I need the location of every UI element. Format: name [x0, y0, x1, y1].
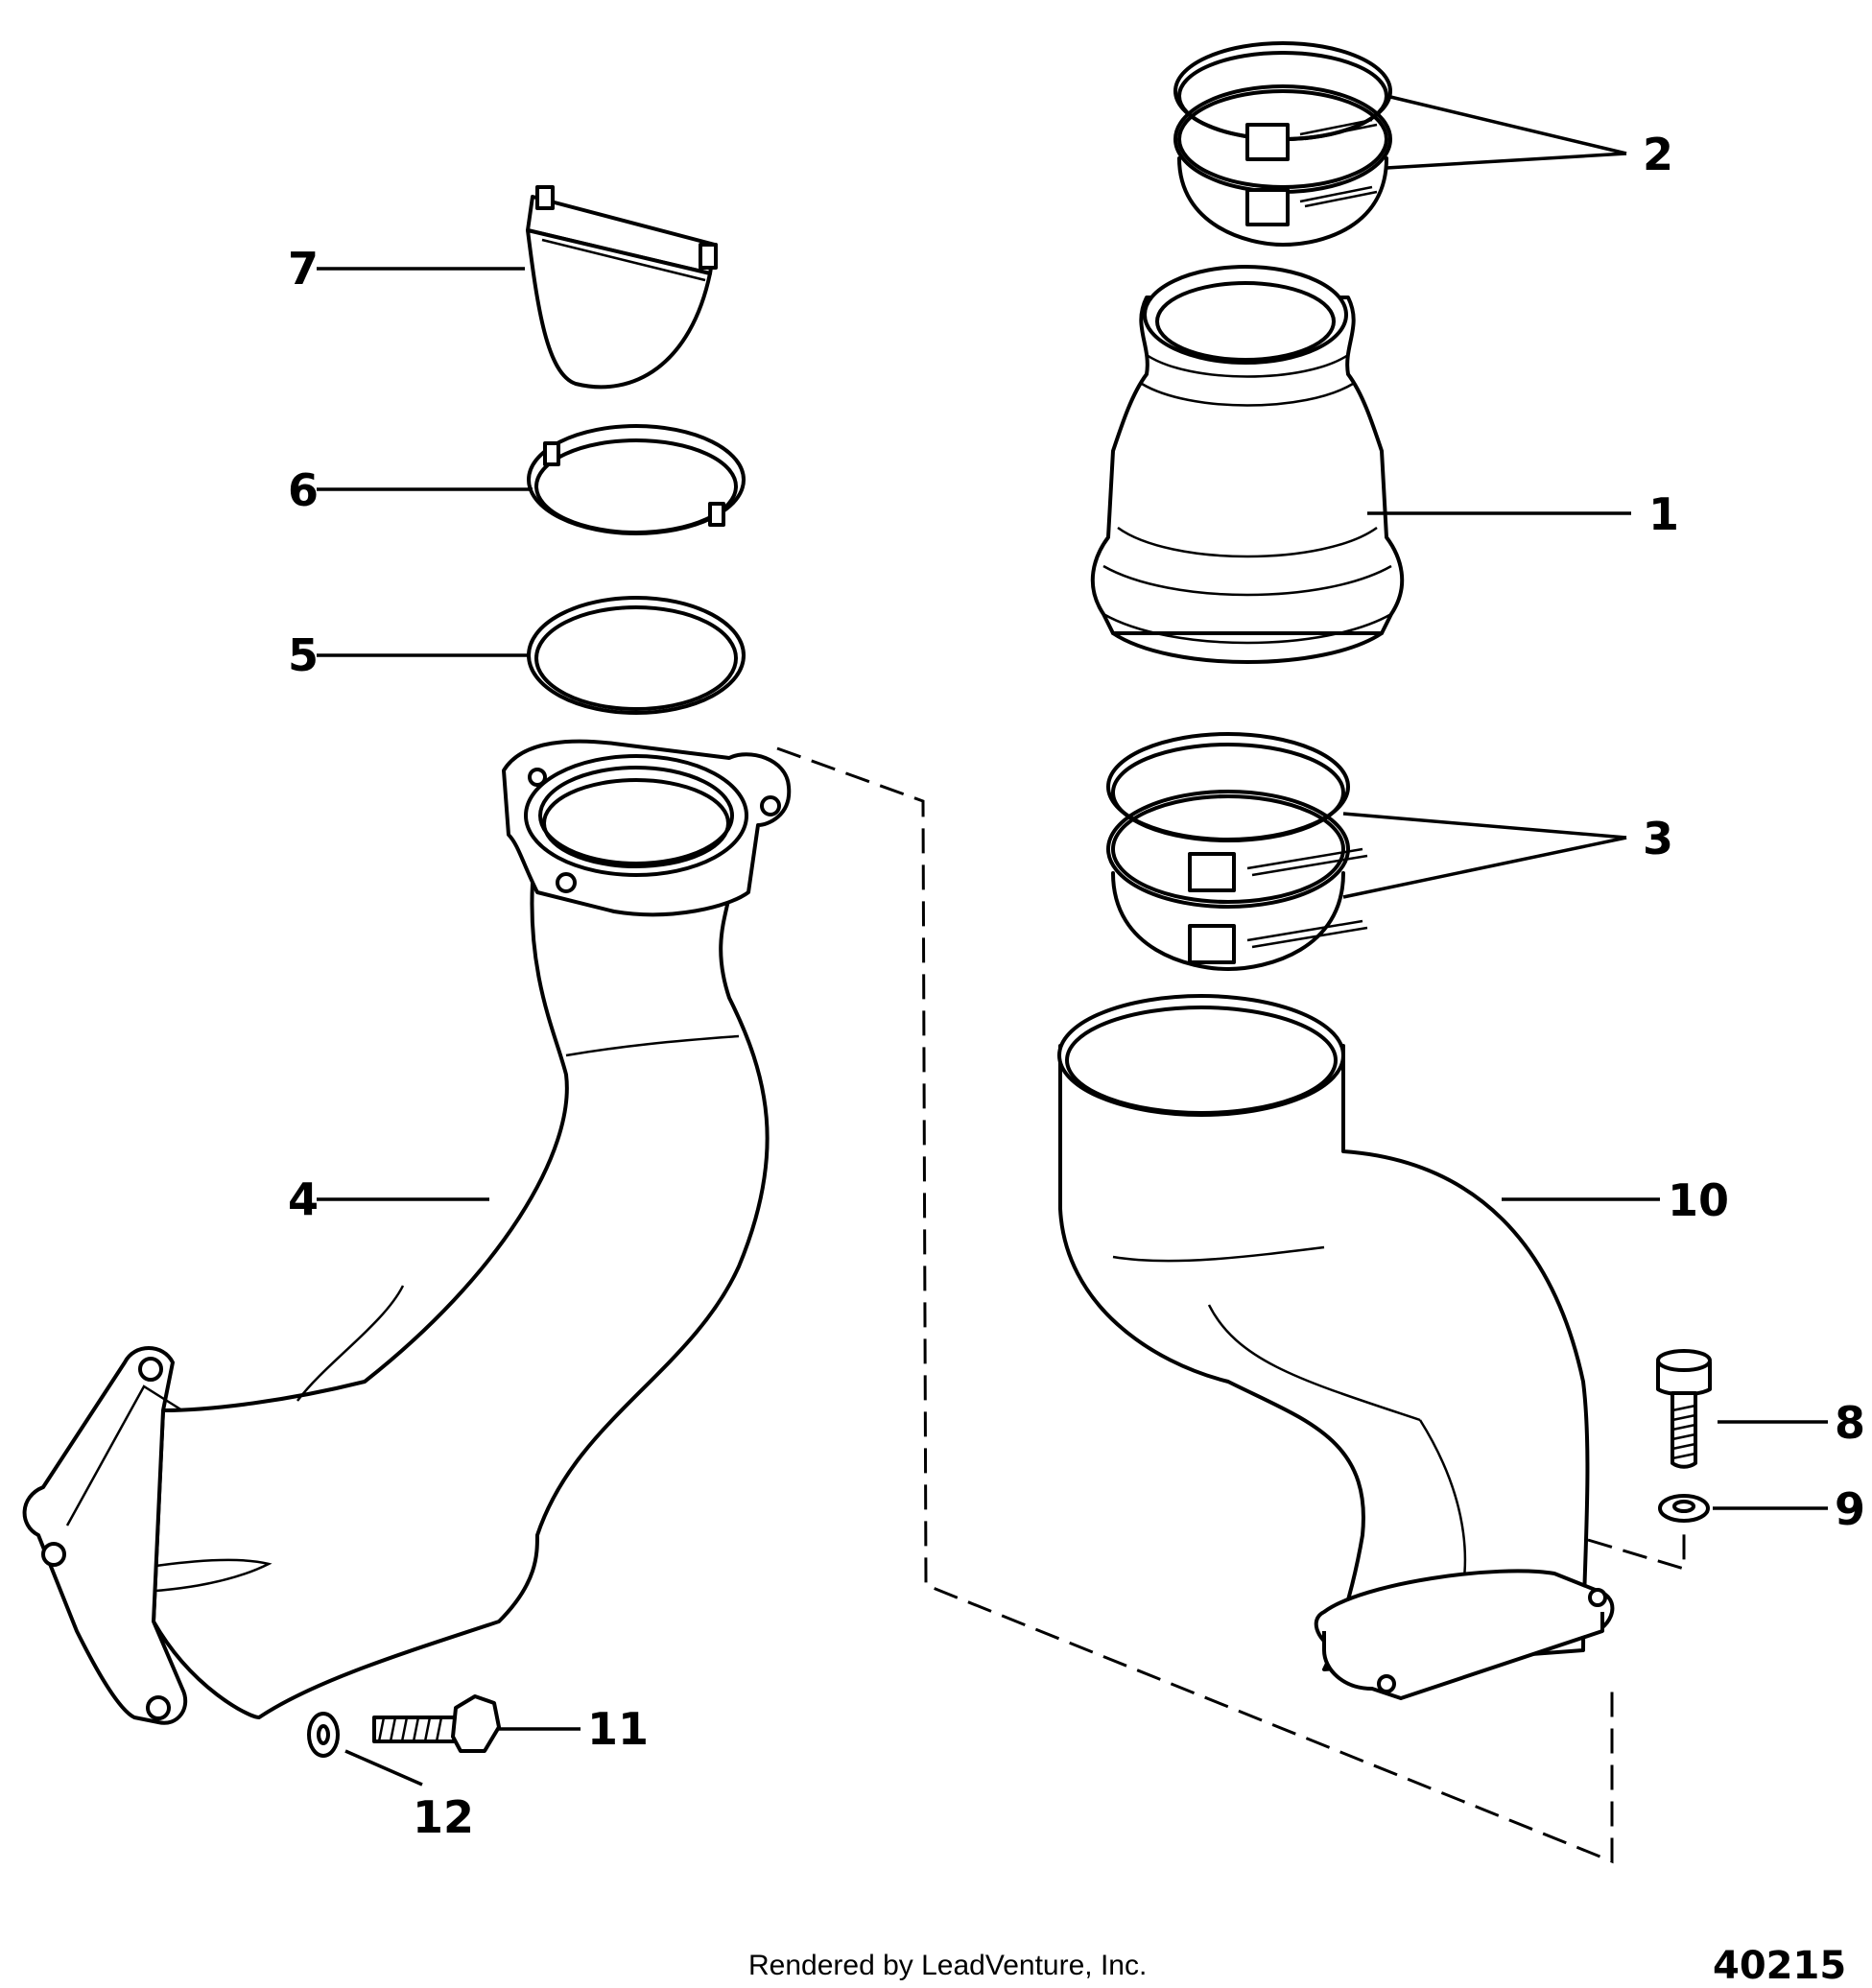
part-2-hose-clamps: [1173, 41, 1392, 247]
callout-numbers: 1 2 3 4 5 6 7 8 9 10 11 12: [288, 129, 1865, 1843]
callout-4: 4: [288, 1173, 319, 1225]
part-10-exhaust-pipe: [1057, 994, 1615, 1700]
callout-3: 3: [1643, 813, 1673, 864]
callout-8: 8: [1835, 1397, 1865, 1449]
callout-11: 11: [587, 1703, 649, 1755]
callout-5: 5: [288, 629, 319, 681]
diagram-number: 40215: [1713, 1944, 1846, 1988]
callout-1: 1: [1648, 488, 1679, 540]
footer-credit: Rendered by LeadVenture, Inc.: [748, 1950, 1147, 1981]
part-12-washer: [307, 1712, 340, 1758]
part-8-socket-bolt: [1656, 1349, 1712, 1469]
part-11-hex-bolt: [372, 1694, 501, 1753]
callout-10: 10: [1668, 1174, 1729, 1226]
callout-12: 12: [413, 1791, 474, 1843]
part-7-flapper: [526, 185, 718, 390]
callout-9: 9: [1835, 1483, 1865, 1535]
part-9-washer: [1658, 1494, 1710, 1523]
assembly-dashed-lines: [776, 746, 1686, 1864]
callout-2: 2: [1643, 129, 1673, 180]
callout-6: 6: [288, 464, 319, 516]
part-5-o-ring: [527, 596, 746, 715]
part-6-retaining-ring: [527, 424, 746, 535]
leader-lines: [317, 94, 1828, 1787]
callout-7: 7: [288, 243, 319, 295]
part-4-exhaust-elbow: [22, 739, 792, 1725]
part-3-hose-clamps: [1106, 732, 1368, 971]
part-1-bellows: [1090, 265, 1405, 664]
